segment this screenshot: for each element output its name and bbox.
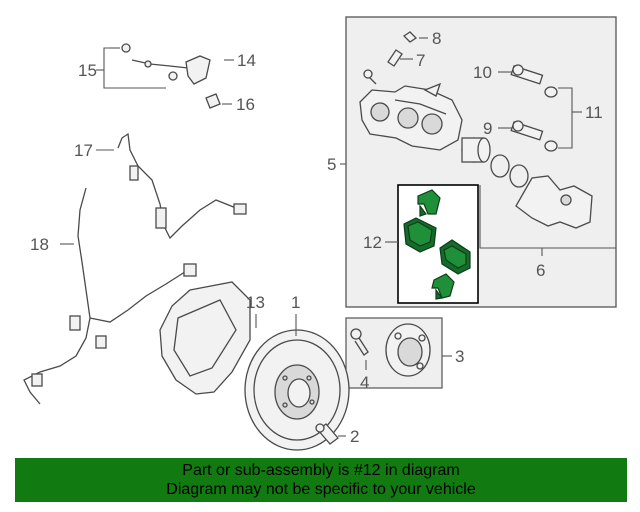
notice-line-1: Part or sub-assembly is #12 in diagram [182,462,460,479]
callout-15: 15 [78,61,97,80]
callout-2: 2 [350,427,359,446]
brake-pad-clip-top [417,189,441,217]
wheel-hub [385,323,431,377]
callout-4: 4 [360,373,369,392]
callout-3: 3 [455,347,464,366]
hub-bolt [350,328,369,356]
callout-12: 12 [363,233,382,252]
caliper-bracket [515,175,593,229]
callout-8: 8 [432,29,441,48]
callout-11: 11 [585,103,603,122]
part-notice-banner: Part or sub-assembly is #12 in diagram D… [15,458,627,502]
callout-5: 5 [327,155,336,174]
guide-pin-upper [510,64,544,85]
pin-boots [544,86,558,152]
callout-9: 9 [483,119,492,138]
bracket-outline-box [479,185,616,249]
callout-16: 16 [236,95,255,114]
abs-sensor-wire-lower [23,187,197,405]
brake-rotor [244,329,350,451]
callout-7: 7 [416,51,425,70]
callout-14: 14 [237,51,256,70]
callout-18: 18 [30,235,49,254]
callout-17: 17 [74,141,93,160]
abs-sensor-bracket [121,43,221,109]
callout-10: 10 [473,63,492,82]
bleeder-screw [363,69,377,85]
callout-1: 1 [291,293,300,312]
wheel-bolt [315,423,339,445]
spring-clip [387,49,403,67]
caliper-piston [461,137,491,163]
brake-pad-clip-bottom [431,273,455,300]
dust-cap [402,31,418,43]
guide-pin-lower [510,120,544,141]
piston-seals [490,154,529,188]
brake-pad-inner [403,217,437,253]
notice-line-2: Diagram may not be specific to your vehi… [166,481,476,498]
abs-sensor-wire-upper [117,132,247,240]
brake-caliper [359,85,463,151]
dust-shield [159,281,251,395]
callout-13: 13 [246,293,265,312]
brake-pad-outer [439,239,471,275]
callout-6: 6 [536,261,545,280]
leader-lines [60,37,582,437]
caliper-tag [423,82,442,97]
